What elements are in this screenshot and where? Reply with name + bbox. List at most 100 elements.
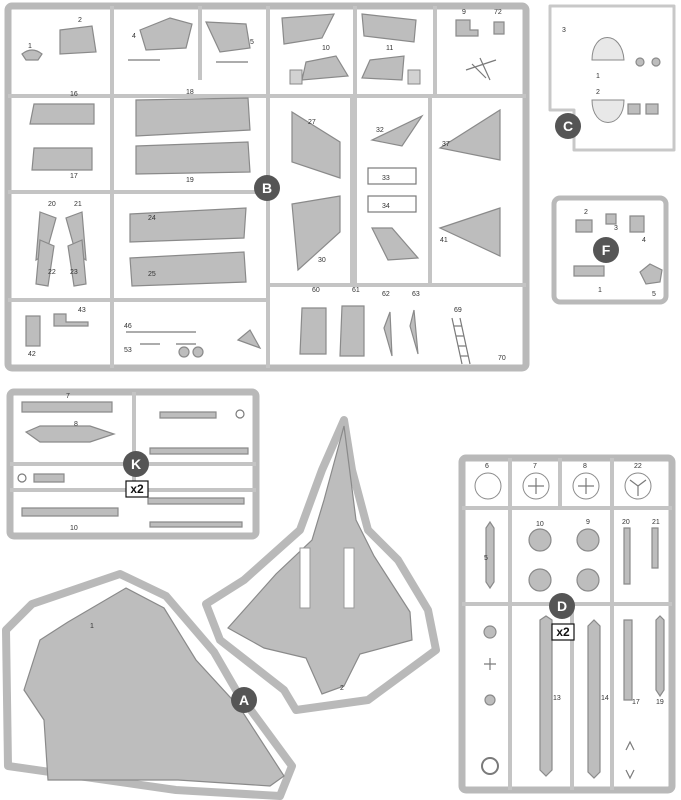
part-b-11 [361, 13, 417, 43]
sprue-a-badge [231, 687, 257, 713]
label-b-4: 4 [132, 33, 136, 40]
label-b-60: 60 [312, 287, 320, 294]
label-b-72: 72 [494, 9, 502, 16]
label-d-6: 6 [485, 463, 489, 470]
sprue-k-multiplier: x2 [130, 482, 144, 496]
part-k-11 [17, 473, 27, 483]
label-a-2: 2 [340, 685, 344, 692]
sprue-d-multiplier-box [551, 623, 575, 641]
label-d-8: 8 [583, 463, 587, 470]
part-b-69 [451, 317, 471, 365]
label-f-4: 4 [642, 237, 646, 244]
label-b-24: 24 [148, 215, 156, 222]
label-b-16: 16 [70, 91, 78, 98]
part-c-3 [627, 103, 641, 115]
part-d-9 [576, 528, 600, 552]
label-b-1: 1 [28, 43, 32, 50]
part-d-10 [528, 528, 552, 552]
part-b-61 [339, 305, 365, 357]
label-b-10: 10 [322, 45, 330, 52]
label-f-3: 3 [614, 225, 618, 232]
label-b-5: 5 [250, 39, 254, 46]
part-f-4 [629, 215, 645, 233]
part-b-43 [53, 313, 89, 327]
label-k-7: 7 [66, 393, 70, 400]
sprue-k-multiplier-box [125, 480, 149, 498]
part-c-5 [651, 57, 661, 67]
sprue-k-label: K [131, 456, 141, 472]
part-b-24 [129, 207, 247, 243]
part-b-17 [31, 147, 93, 171]
part-b-41 [438, 207, 501, 257]
part-b-14 [465, 57, 497, 81]
label-b-11: 11 [386, 45, 393, 52]
part-k-4 [147, 497, 245, 505]
part-f-3 [605, 213, 617, 225]
label-d-21: 21 [652, 519, 660, 526]
label-b-53: 53 [124, 347, 132, 354]
sprue-k-badge [123, 451, 149, 477]
part-f-2 [575, 219, 593, 233]
sprue-f: 2 3 4 1 5 F [551, 195, 669, 305]
part-k-2 [159, 411, 217, 419]
label-b-61: 61 [352, 287, 360, 294]
part-b-67 [383, 311, 393, 357]
part-d-13 [539, 615, 553, 777]
part-b-22 [35, 239, 55, 287]
part-c-4 [635, 57, 645, 67]
part-c-6 [645, 103, 659, 115]
part-c-1 [591, 37, 625, 61]
label-d-14: 14 [601, 695, 609, 702]
label-d-9: 9 [586, 519, 590, 526]
sprue-d-label: D [557, 598, 567, 614]
part-d-14 [587, 619, 601, 779]
label-d-7: 7 [533, 463, 537, 470]
part-b-16 [29, 103, 95, 125]
part-k-9 [33, 473, 65, 483]
part-d-11 [576, 568, 600, 592]
part-d-12 [528, 568, 552, 592]
part-b-55 [178, 346, 190, 358]
label-f-1: 1 [598, 287, 602, 294]
sprue-f-badge [593, 237, 619, 263]
label-b-22: 22 [48, 269, 56, 276]
part-b-13 [407, 69, 421, 85]
part-b-72 [493, 21, 505, 35]
label-d-10: 10 [536, 521, 544, 528]
sprue-d: 6 7 8 22 5 10 9 20 21 13 14 17 19 D [458, 454, 676, 794]
part-b-1 [21, 49, 43, 61]
part-b-58 [236, 329, 262, 350]
label-d-5: 5 [484, 555, 488, 562]
part-b-4 [139, 17, 193, 51]
label-b-19: 19 [186, 177, 194, 184]
part-d-19 [655, 615, 665, 698]
label-b-23: 23 [70, 269, 78, 276]
label-c-2: 2 [596, 89, 600, 96]
label-f-2: 2 [584, 209, 588, 216]
part-b-10 [281, 13, 336, 45]
part-f-5 [639, 263, 663, 285]
part-d-4 [483, 625, 497, 639]
part-b-60 [299, 307, 327, 355]
label-d-20: 20 [622, 519, 630, 526]
sprue-a-label: A [239, 692, 249, 708]
part-f-1 [573, 265, 605, 277]
label-b-32: 32 [376, 127, 384, 134]
sprue-b-label: B [262, 180, 272, 196]
sprue-b: 1 2 4 5 10 11 9 72 16 17 18 19 [4, 2, 530, 372]
part-k-3 [149, 447, 249, 455]
label-c-1: 1 [596, 73, 600, 80]
part-b-11b [361, 55, 405, 81]
label-b-69: 69 [454, 307, 462, 314]
part-d-6 [474, 472, 502, 500]
part-k-1 [235, 409, 245, 419]
label-f-5: 5 [652, 291, 656, 298]
label-b-20: 20 [48, 201, 56, 208]
label-b-33: 33 [382, 175, 390, 182]
part-b-9 [455, 19, 479, 37]
label-b-21: 21 [74, 201, 82, 208]
part-c-2 [591, 99, 625, 123]
part-b-12 [289, 69, 303, 85]
part-b-19 [135, 141, 251, 175]
part-d-18 [623, 619, 633, 701]
